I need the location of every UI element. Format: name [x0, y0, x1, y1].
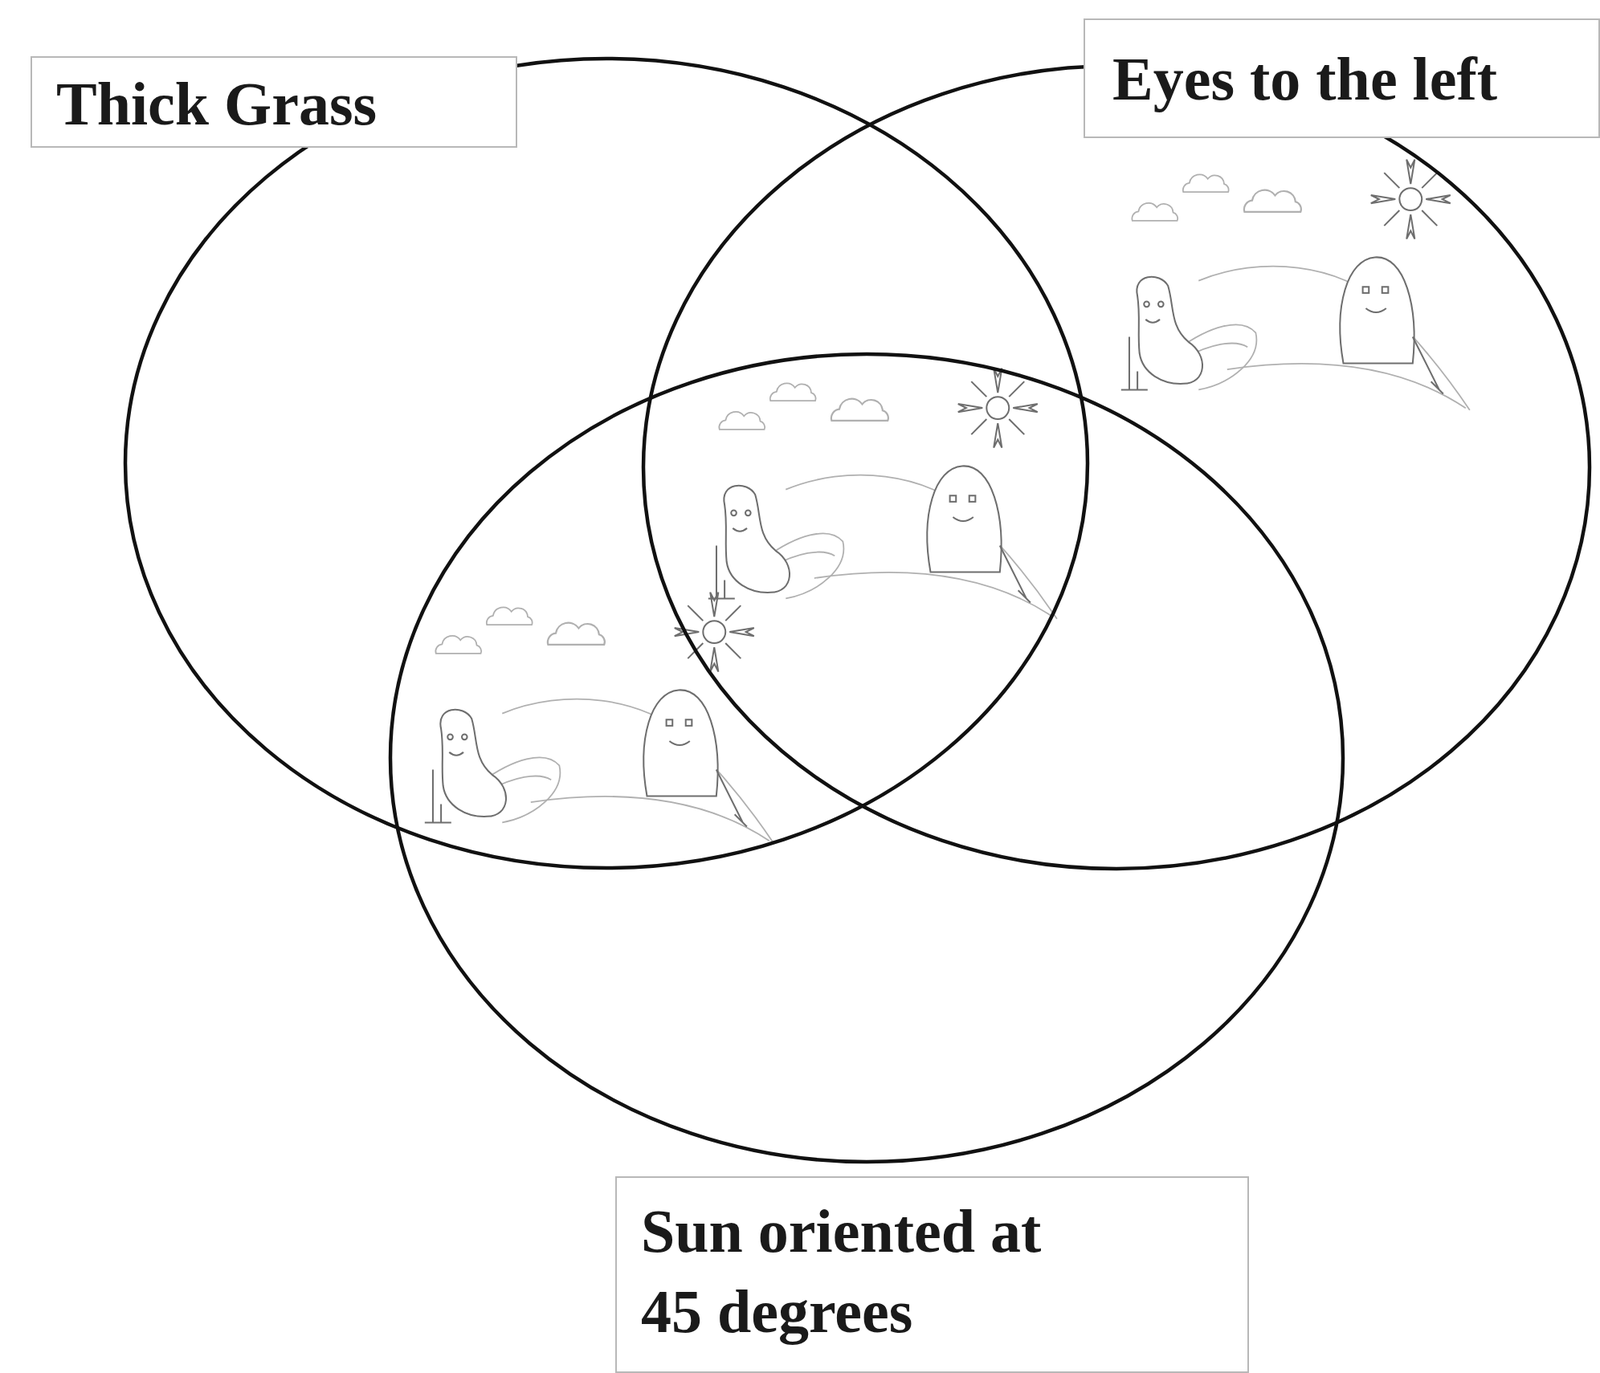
scene-lower-left: [424, 592, 774, 844]
set-label: Eyes to the left: [1083, 18, 1600, 139]
label-holder: Eyes to the left: [1083, 18, 1600, 139]
set-ellipse: [390, 354, 1343, 1163]
set-ellipse: [643, 65, 1590, 870]
set-outline: [387, 351, 1346, 1165]
label-holder: Thick Grass: [30, 56, 518, 148]
scene-top-right: [1121, 159, 1470, 411]
set-circle: Eyes to the left: [640, 63, 1592, 872]
set-label: Sun oriented at 45 degrees: [615, 1176, 1249, 1373]
scene-centre: [708, 368, 1058, 620]
set-circle: Thick Grass: [122, 56, 1090, 871]
set-circle: Sun oriented at 45 degrees: [387, 351, 1346, 1165]
set-outline: [122, 56, 1090, 871]
label-holder: Sun oriented at 45 degrees: [615, 1176, 1249, 1373]
set-label: Thick Grass: [30, 56, 518, 148]
set-ellipse: [125, 58, 1088, 869]
set-outline: [640, 63, 1592, 872]
